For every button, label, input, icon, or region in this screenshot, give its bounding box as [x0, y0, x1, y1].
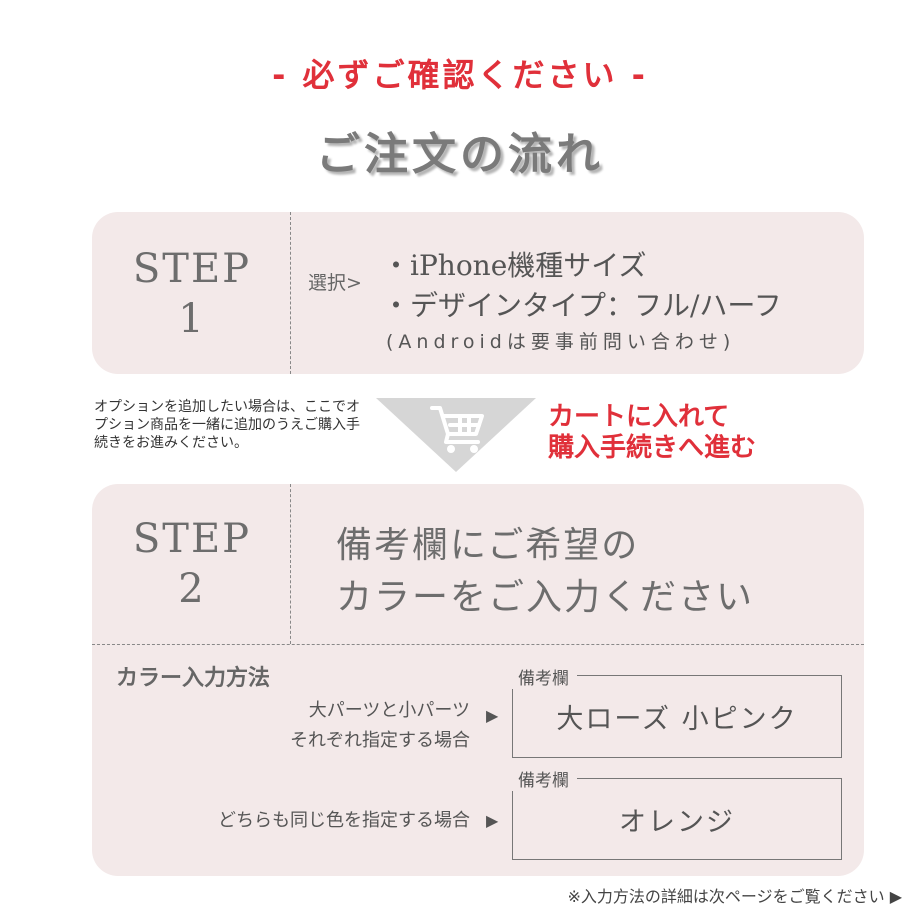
cart-icon: [430, 406, 484, 444]
step2-number: 2: [178, 566, 206, 612]
case-separate-line2: それぞれ指定する場合: [290, 730, 470, 751]
step1-word: STEP: [132, 246, 252, 292]
step1-number: 1: [178, 296, 206, 342]
step1-divider: [290, 212, 291, 374]
step1-android-note: (Androidは要事前問い合わせ): [386, 331, 736, 353]
step1-item-model: ・iPhone機種サイズ: [382, 249, 647, 282]
cart-line1: カートに入れて: [548, 402, 730, 432]
step2-line2: カラーをご入力ください: [336, 577, 755, 618]
cart-instruction: カートに入れて 購入手続きへ進む: [548, 402, 756, 464]
step2-panel: [92, 484, 864, 876]
next-page-note: ※入力方法の詳細は次ページをご覧ください ▶: [567, 887, 902, 906]
option-note: オプションを追加したい場合は、ここでオプション商品を一緒に追加のうえご購入手続き…: [94, 399, 360, 451]
notice-heading: - 必ずご確認ください -: [272, 56, 648, 94]
cart-line2: 購入手続きへ進む: [548, 433, 757, 463]
step2-divider: [290, 484, 291, 644]
triangle-right-icon: ▶: [486, 811, 499, 830]
case-same-line1: どちらも同じ色を指定する場合: [218, 810, 470, 831]
step2-label: STEP 2: [92, 514, 292, 614]
remarks-example-box: 大ローズ 小ピンク: [512, 675, 842, 758]
step1-item-design: ・デザインタイプ：フル/ハーフ: [382, 289, 782, 322]
case-separate-text: 大パーツと小パーツ それぞれ指定する場合: [220, 696, 470, 756]
case-same-text: どちらも同じ色を指定する場合: [120, 806, 470, 836]
page-title: ご注文の流れ: [316, 129, 604, 180]
remarks-example-value: 大ローズ 小ピンク: [556, 704, 798, 735]
step1-panel: [92, 212, 864, 374]
remarks-example-value: オレンジ: [619, 806, 735, 838]
step2-horizontal-divider: [92, 644, 864, 645]
step2-line1: 備考欄にご希望の: [336, 525, 640, 566]
step2-word: STEP: [132, 516, 252, 562]
triangle-right-icon: ▶: [486, 706, 499, 725]
remarks-label: 備考欄: [510, 766, 577, 791]
method-title: カラー入力方法: [116, 666, 271, 691]
step2-instruction: 備考欄にご希望の カラーをご入力ください: [336, 520, 754, 624]
case-separate-line1: 大パーツと小パーツ: [308, 700, 470, 721]
select-label: 選択>: [308, 272, 362, 294]
step1-label: STEP 1: [92, 244, 292, 344]
remarks-example-box: オレンジ: [512, 778, 842, 860]
remarks-label: 備考欄: [510, 664, 577, 689]
down-arrow-cart-icon: [376, 398, 536, 472]
